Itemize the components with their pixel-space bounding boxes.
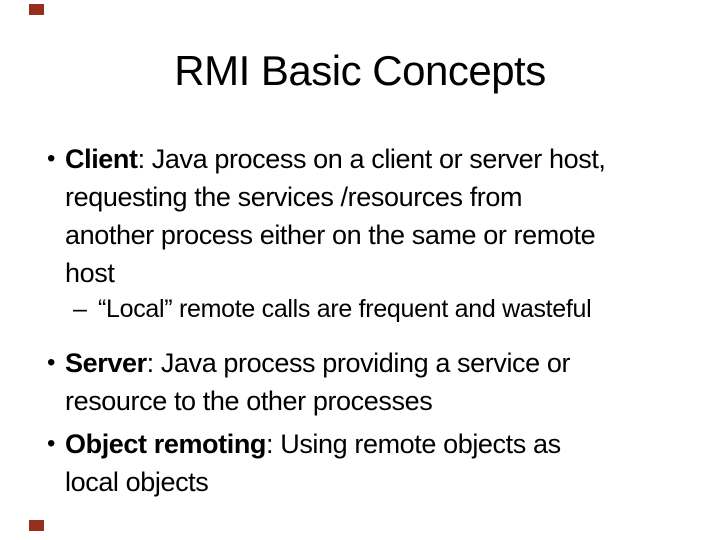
bullet-icon: • (47, 430, 56, 457)
bullet-text: requesting the services /resources from (65, 182, 523, 212)
bullet-text: host (65, 258, 115, 288)
slide-title: RMI Basic Concepts (174, 47, 546, 94)
sub-bullet-text: “Local” remote calls are frequent and wa… (98, 295, 592, 323)
bullet-list: • Client: Java process on a client or se… (0, 140, 720, 501)
bullet-text: : Java process providing a service or (146, 348, 571, 378)
bullet-text: another process either on the same or re… (65, 220, 596, 250)
slide-corner-mark-top (29, 4, 44, 15)
sub-bullet-item: – “Local” remote calls are frequent and … (73, 294, 720, 324)
dash-icon: – (73, 295, 87, 323)
bullet-item-server: • Server: Java process providing a servi… (0, 344, 720, 420)
bullet-text: : Java process on a client or server hos… (137, 144, 606, 174)
bullet-lead: Client (65, 144, 138, 174)
bullet-lead: Server (65, 348, 147, 378)
bullet-text: local objects (65, 467, 209, 497)
bullet-icon: • (47, 145, 56, 172)
bullet-item-client: • Client: Java process on a client or se… (0, 140, 720, 324)
bullet-text: : Using remote objects as (266, 429, 561, 459)
slide-corner-mark-bottom (29, 520, 44, 531)
bullet-item-object-remoting: • Object remoting: Using remote objects … (0, 425, 720, 501)
bullet-icon: • (47, 349, 56, 376)
bullet-lead: Object remoting (65, 429, 267, 459)
bullet-text: resource to the other processes (65, 386, 433, 416)
